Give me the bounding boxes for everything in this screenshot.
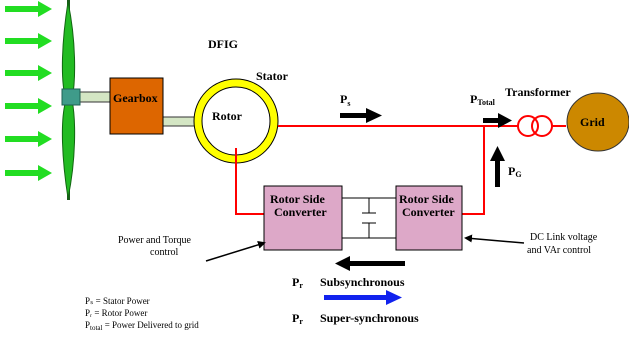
pr-super-label: Pr — [292, 311, 303, 326]
rotor-label: Rotor — [212, 109, 243, 123]
wind-arrow-icon — [5, 131, 52, 147]
dc-link-line2: and VAr control — [527, 245, 591, 256]
pr-sub-label: Pr — [292, 275, 303, 290]
pg-label: PG — [508, 164, 522, 179]
subsynchronous-label: Subsynchronous — [320, 275, 405, 289]
legend-rotor-power: Pᵣ = Rotor Power — [85, 308, 147, 318]
grid-power-arrow — [490, 146, 505, 187]
wind-arrows — [5, 1, 52, 181]
power-torque-arrow — [205, 240, 266, 262]
wind-arrow-icon — [5, 98, 52, 114]
dc-link — [342, 197, 396, 239]
power-torque-line2: control — [150, 247, 179, 258]
power-torque-line1: Power and Torque — [118, 235, 192, 246]
power-lines — [235, 125, 518, 215]
wind-arrow-icon — [5, 33, 52, 49]
total-power-arrow — [483, 113, 512, 128]
dfig-title: DFIG — [208, 37, 238, 51]
legend-total-power: Ptotal = Power Delivered to grid — [85, 320, 199, 332]
transformer-label: Transformer — [505, 85, 571, 99]
rsc-left-line1: Rotor Side — [270, 192, 325, 206]
rotor-side-converter-left — [263, 185, 343, 251]
grid-node — [566, 92, 629, 152]
wind-arrow-icon — [5, 165, 52, 181]
ptotal-label: PTotal — [470, 92, 496, 107]
supersynchronous-label: Super-synchronous — [320, 311, 419, 325]
rsc-left-line2: Converter — [274, 205, 327, 219]
ps-label: Ps — [340, 92, 350, 108]
transformer-icon — [517, 115, 553, 137]
gearbox-label: Gearbox — [113, 91, 158, 105]
gearbox-box — [109, 77, 164, 135]
stator-power-arrow — [340, 108, 382, 123]
rsc-right-line1: Rotor Side — [399, 192, 454, 206]
subsynchronous-arrow — [335, 256, 405, 271]
legend-stator-power: Pₛ = Stator Power — [85, 296, 150, 306]
supersynchronous-arrow — [324, 290, 402, 305]
rsc-right-line2: Converter — [402, 205, 455, 219]
rotor-side-converter-right — [395, 185, 463, 251]
turbine-hub — [61, 88, 81, 106]
grid-label: Grid — [580, 115, 605, 129]
dc-link-arrow — [464, 234, 525, 244]
dc-link-line1: DC Link voltage — [530, 232, 598, 243]
legend: Pₛ = Stator Power Pᵣ = Rotor Power Ptota… — [85, 296, 199, 332]
stator-label: Stator — [256, 69, 289, 83]
wind-arrow-icon — [5, 1, 52, 17]
wind-arrow-icon — [5, 65, 52, 81]
